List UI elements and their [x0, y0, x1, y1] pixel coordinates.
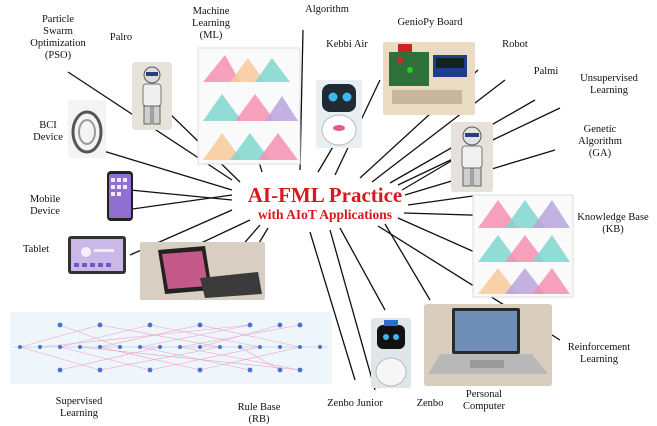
label-personal-computer: Personal Computer [463, 389, 505, 412]
eeg-headset-icon [68, 100, 106, 158]
label-robot: Robot [502, 39, 528, 50]
center-title: AI-FML Practice [247, 183, 403, 207]
label-unsupervised-learning: Unsupervised Learning [580, 73, 638, 96]
tablet-icon [68, 236, 126, 274]
label-knowledge-base: Knowledge Base (KB) [577, 212, 649, 235]
label-reinforcement-learning: Reinforcement Learning [567, 342, 631, 365]
palmi-robot-icon [451, 122, 493, 192]
center-subtitle: with AIoT Applications [257, 207, 393, 222]
label-tablet: Tablet [22, 244, 50, 255]
circuit-board-icon [383, 42, 475, 115]
palro-robot-icon [132, 62, 172, 130]
label-mobile-device: Mobile Device [29, 194, 61, 217]
ml-chart-1 [203, 55, 290, 82]
ml-fuzzy-charts [197, 47, 301, 165]
label-kebbi-air: Kebbi Air [326, 39, 368, 50]
neural-network-image [10, 312, 332, 384]
ml-chart-2 [203, 94, 298, 121]
label-palro: Palro [109, 32, 133, 43]
tablet-keyboard-icon [140, 242, 265, 300]
label-palmi: Palmi [533, 66, 559, 77]
label-ml: Machine Learning (ML) [192, 6, 230, 41]
label-bci-device: BCI Device [33, 120, 63, 143]
label-algorithm: Algorithm [305, 4, 349, 15]
smartphone-icon [107, 171, 133, 221]
label-zenbo-junior: Zenbo Junior [327, 398, 383, 409]
kb-chart-2 [478, 235, 570, 262]
kb-fuzzy-charts [472, 194, 574, 298]
label-geniopy-board: GenioPy Board [397, 17, 463, 28]
kb-chart-3 [478, 268, 570, 294]
label-zenbo: Zenbo [416, 398, 444, 409]
ml-chart-3 [203, 133, 298, 160]
kebbi-robot-icon [316, 80, 362, 148]
label-genetic-algorithm: Genetic Algorithm (GA) [578, 124, 622, 159]
zenbo-junior-robot-icon [371, 318, 411, 388]
kb-chart-1 [478, 200, 570, 228]
label-supervised-learning: Supervised Learning [55, 396, 103, 419]
label-pso: Particle Swarm Optimization (PSO) [30, 14, 86, 61]
laptop-icon [424, 304, 552, 386]
label-rule-base: Rule Base (RB) [237, 402, 281, 425]
